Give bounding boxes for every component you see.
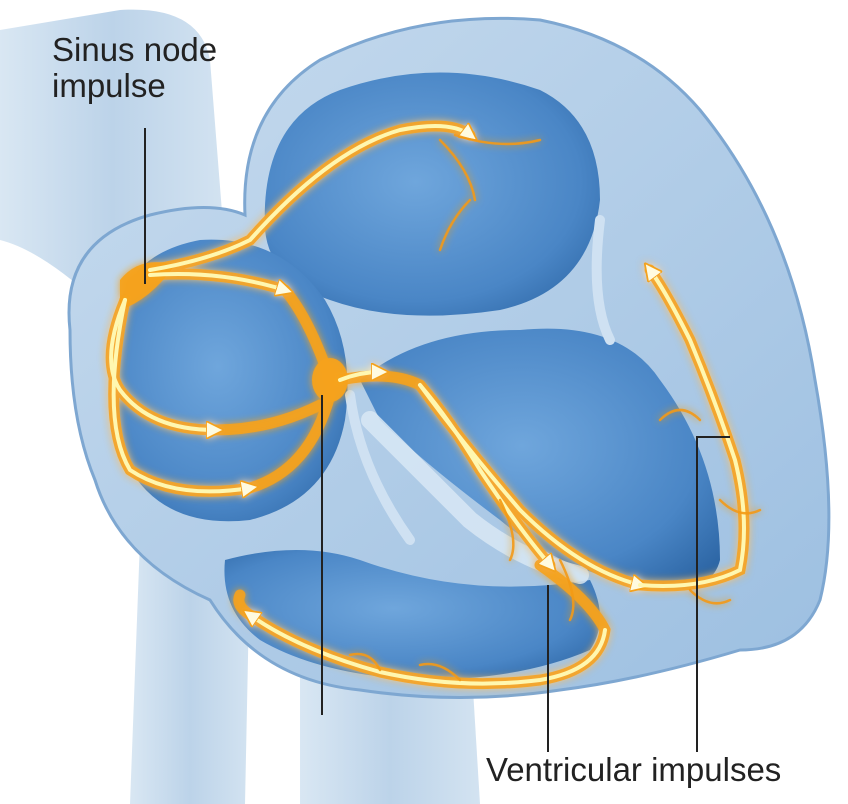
sinus-label-line-2: impulse: [52, 68, 217, 104]
left-atrium: [265, 73, 600, 316]
sinus-label-line-1: Sinus node: [52, 32, 217, 68]
sinus-node-impulse-label: Sinus node impulse: [52, 32, 217, 104]
ventricular-impulses-label: Ventricular impulses: [486, 752, 781, 788]
